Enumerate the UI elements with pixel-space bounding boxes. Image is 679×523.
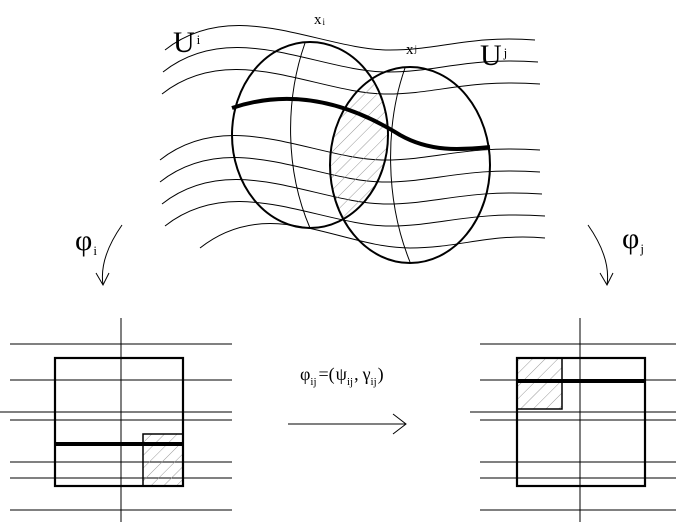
meridian-j [390, 67, 411, 263]
label-x-j: xj [406, 42, 417, 58]
meridian-i [290, 42, 311, 229]
arrow-phi-i-head [95, 272, 110, 287]
arrow-phi-i [101, 224, 123, 286]
hatched-square-right [516, 357, 563, 410]
chart-image-right [470, 318, 676, 522]
label-phi-i: φi [75, 224, 97, 258]
chart-ellipse-j [329, 66, 491, 264]
arrow-phi-j-head [599, 272, 614, 287]
label-x-i: xi [314, 12, 326, 28]
grid-lines-left [0, 318, 232, 522]
section-curve [231, 96, 491, 151]
arrow-phi-j [587, 224, 609, 286]
label-phi-j: φj [622, 222, 644, 256]
transition-arrow-head [392, 413, 407, 435]
hatched-square-left [142, 433, 184, 487]
chart-box-right [515, 356, 647, 488]
chart-box-left [53, 356, 185, 488]
chart-image-left [0, 318, 232, 522]
label-transition: φij=(ψij,γij) [300, 364, 384, 388]
